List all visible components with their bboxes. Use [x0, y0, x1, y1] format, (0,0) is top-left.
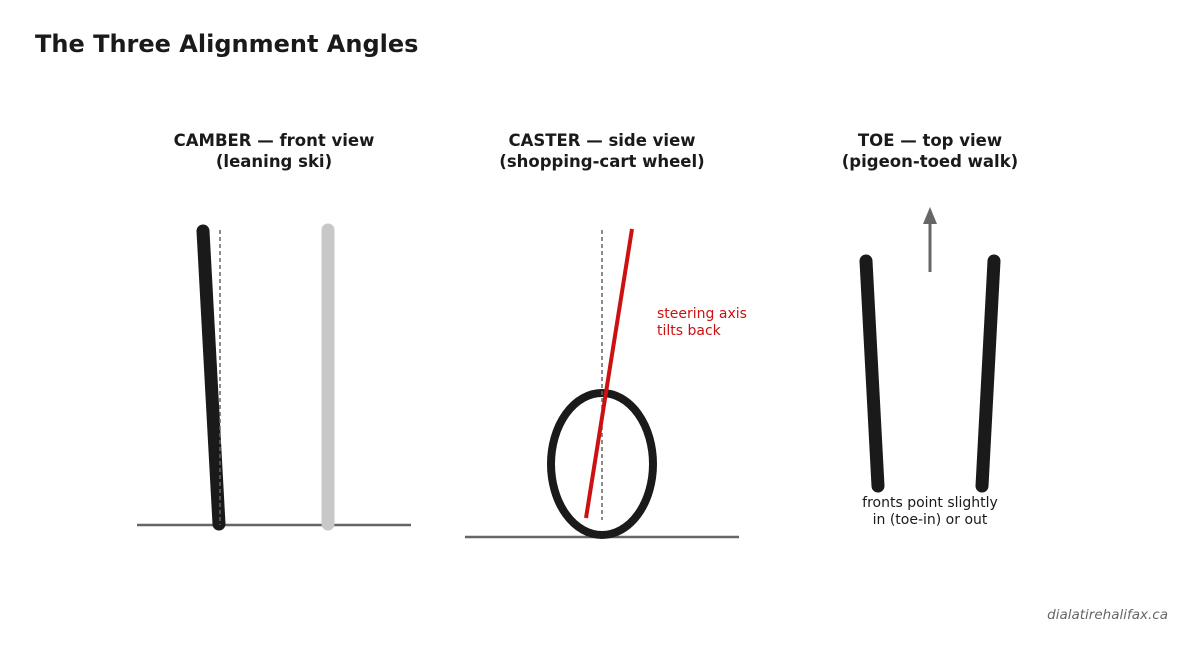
caster-heading-line2: (shopping-cart wheel)	[499, 152, 705, 171]
caster-note-line1: steering axis	[657, 306, 747, 322]
toe-heading-line2: (pigeon-toed walk)	[841, 152, 1019, 171]
caster-axis-note: steering axis tilts back	[657, 306, 747, 340]
toe-left-wheel	[859, 254, 885, 493]
toe-figure	[859, 207, 1001, 493]
toe-note-line1: fronts point slightly	[862, 495, 998, 511]
caster-heading: CASTER — side view (shopping-cart wheel)	[437, 130, 767, 172]
camber-tilted-wheel	[196, 224, 226, 531]
camber-heading-line1: CAMBER — front view	[173, 131, 375, 150]
toe-heading-line1: TOE — top view	[857, 131, 1003, 150]
camber-figure	[137, 223, 411, 531]
toe-note-line2: in (toe-in) or out	[872, 512, 988, 528]
caster-heading-line1: CASTER — side view	[508, 131, 696, 150]
camber-heading-line2: (leaning ski)	[215, 152, 333, 171]
toe-heading: TOE — top view (pigeon-toed walk)	[765, 130, 1095, 172]
caster-note-line2: tilts back	[657, 323, 721, 339]
caster-steering-axis	[584, 228, 634, 519]
up-arrow-icon	[923, 207, 937, 224]
page-title: The Three Alignment Angles	[35, 30, 419, 58]
toe-right-wheel	[975, 254, 1001, 493]
toe-note: fronts point slightly in (toe-in) or out	[820, 495, 1040, 529]
caster-figure	[465, 228, 739, 539]
source-credit: dialatirehalifax.ca	[1047, 607, 1168, 623]
camber-heading: CAMBER — front view (leaning ski)	[109, 130, 439, 172]
